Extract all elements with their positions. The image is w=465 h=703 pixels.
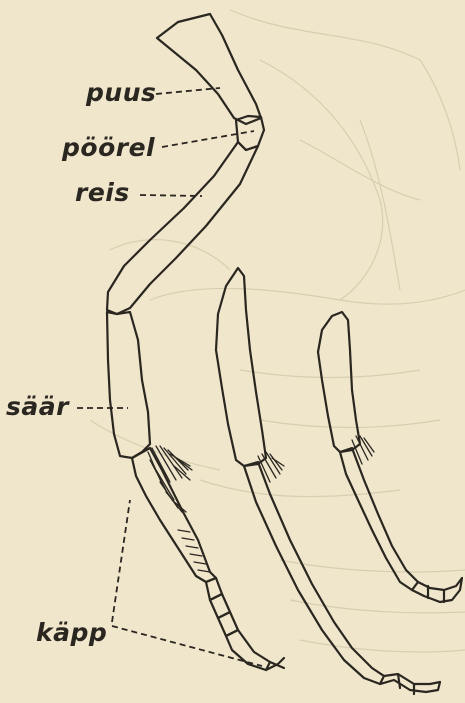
- tarsus-segment-2: [206, 578, 222, 600]
- leg-front: [107, 14, 284, 670]
- label-coxa: puus: [86, 80, 156, 105]
- tibia-segment: [107, 312, 150, 458]
- label-tibia: säär: [6, 394, 69, 419]
- leg-hind: [318, 312, 462, 602]
- middle-tibia: [216, 268, 266, 466]
- tarsus-segment-1: [132, 448, 216, 582]
- middle-tarsus-tip: [380, 674, 440, 694]
- middle-bristles: [258, 452, 284, 482]
- leader-reis: [140, 195, 202, 196]
- tarsus-segment-5: [226, 630, 270, 670]
- label-tarsus: käpp: [36, 620, 107, 645]
- hind-tarsus-tip: [412, 578, 462, 602]
- hind-tibia: [318, 312, 360, 452]
- leg-middle: [216, 268, 440, 694]
- leader-lines: [77, 88, 262, 666]
- middle-tarsus: [244, 462, 384, 684]
- leader-kapp-1: [112, 500, 130, 622]
- tarsus-spines: [178, 530, 210, 572]
- coxa-segment: [157, 14, 261, 124]
- label-trochanter: pöörel: [62, 135, 155, 160]
- leader-puus: [156, 88, 220, 94]
- hind-tarsus: [340, 448, 418, 590]
- label-femur: reis: [75, 180, 130, 205]
